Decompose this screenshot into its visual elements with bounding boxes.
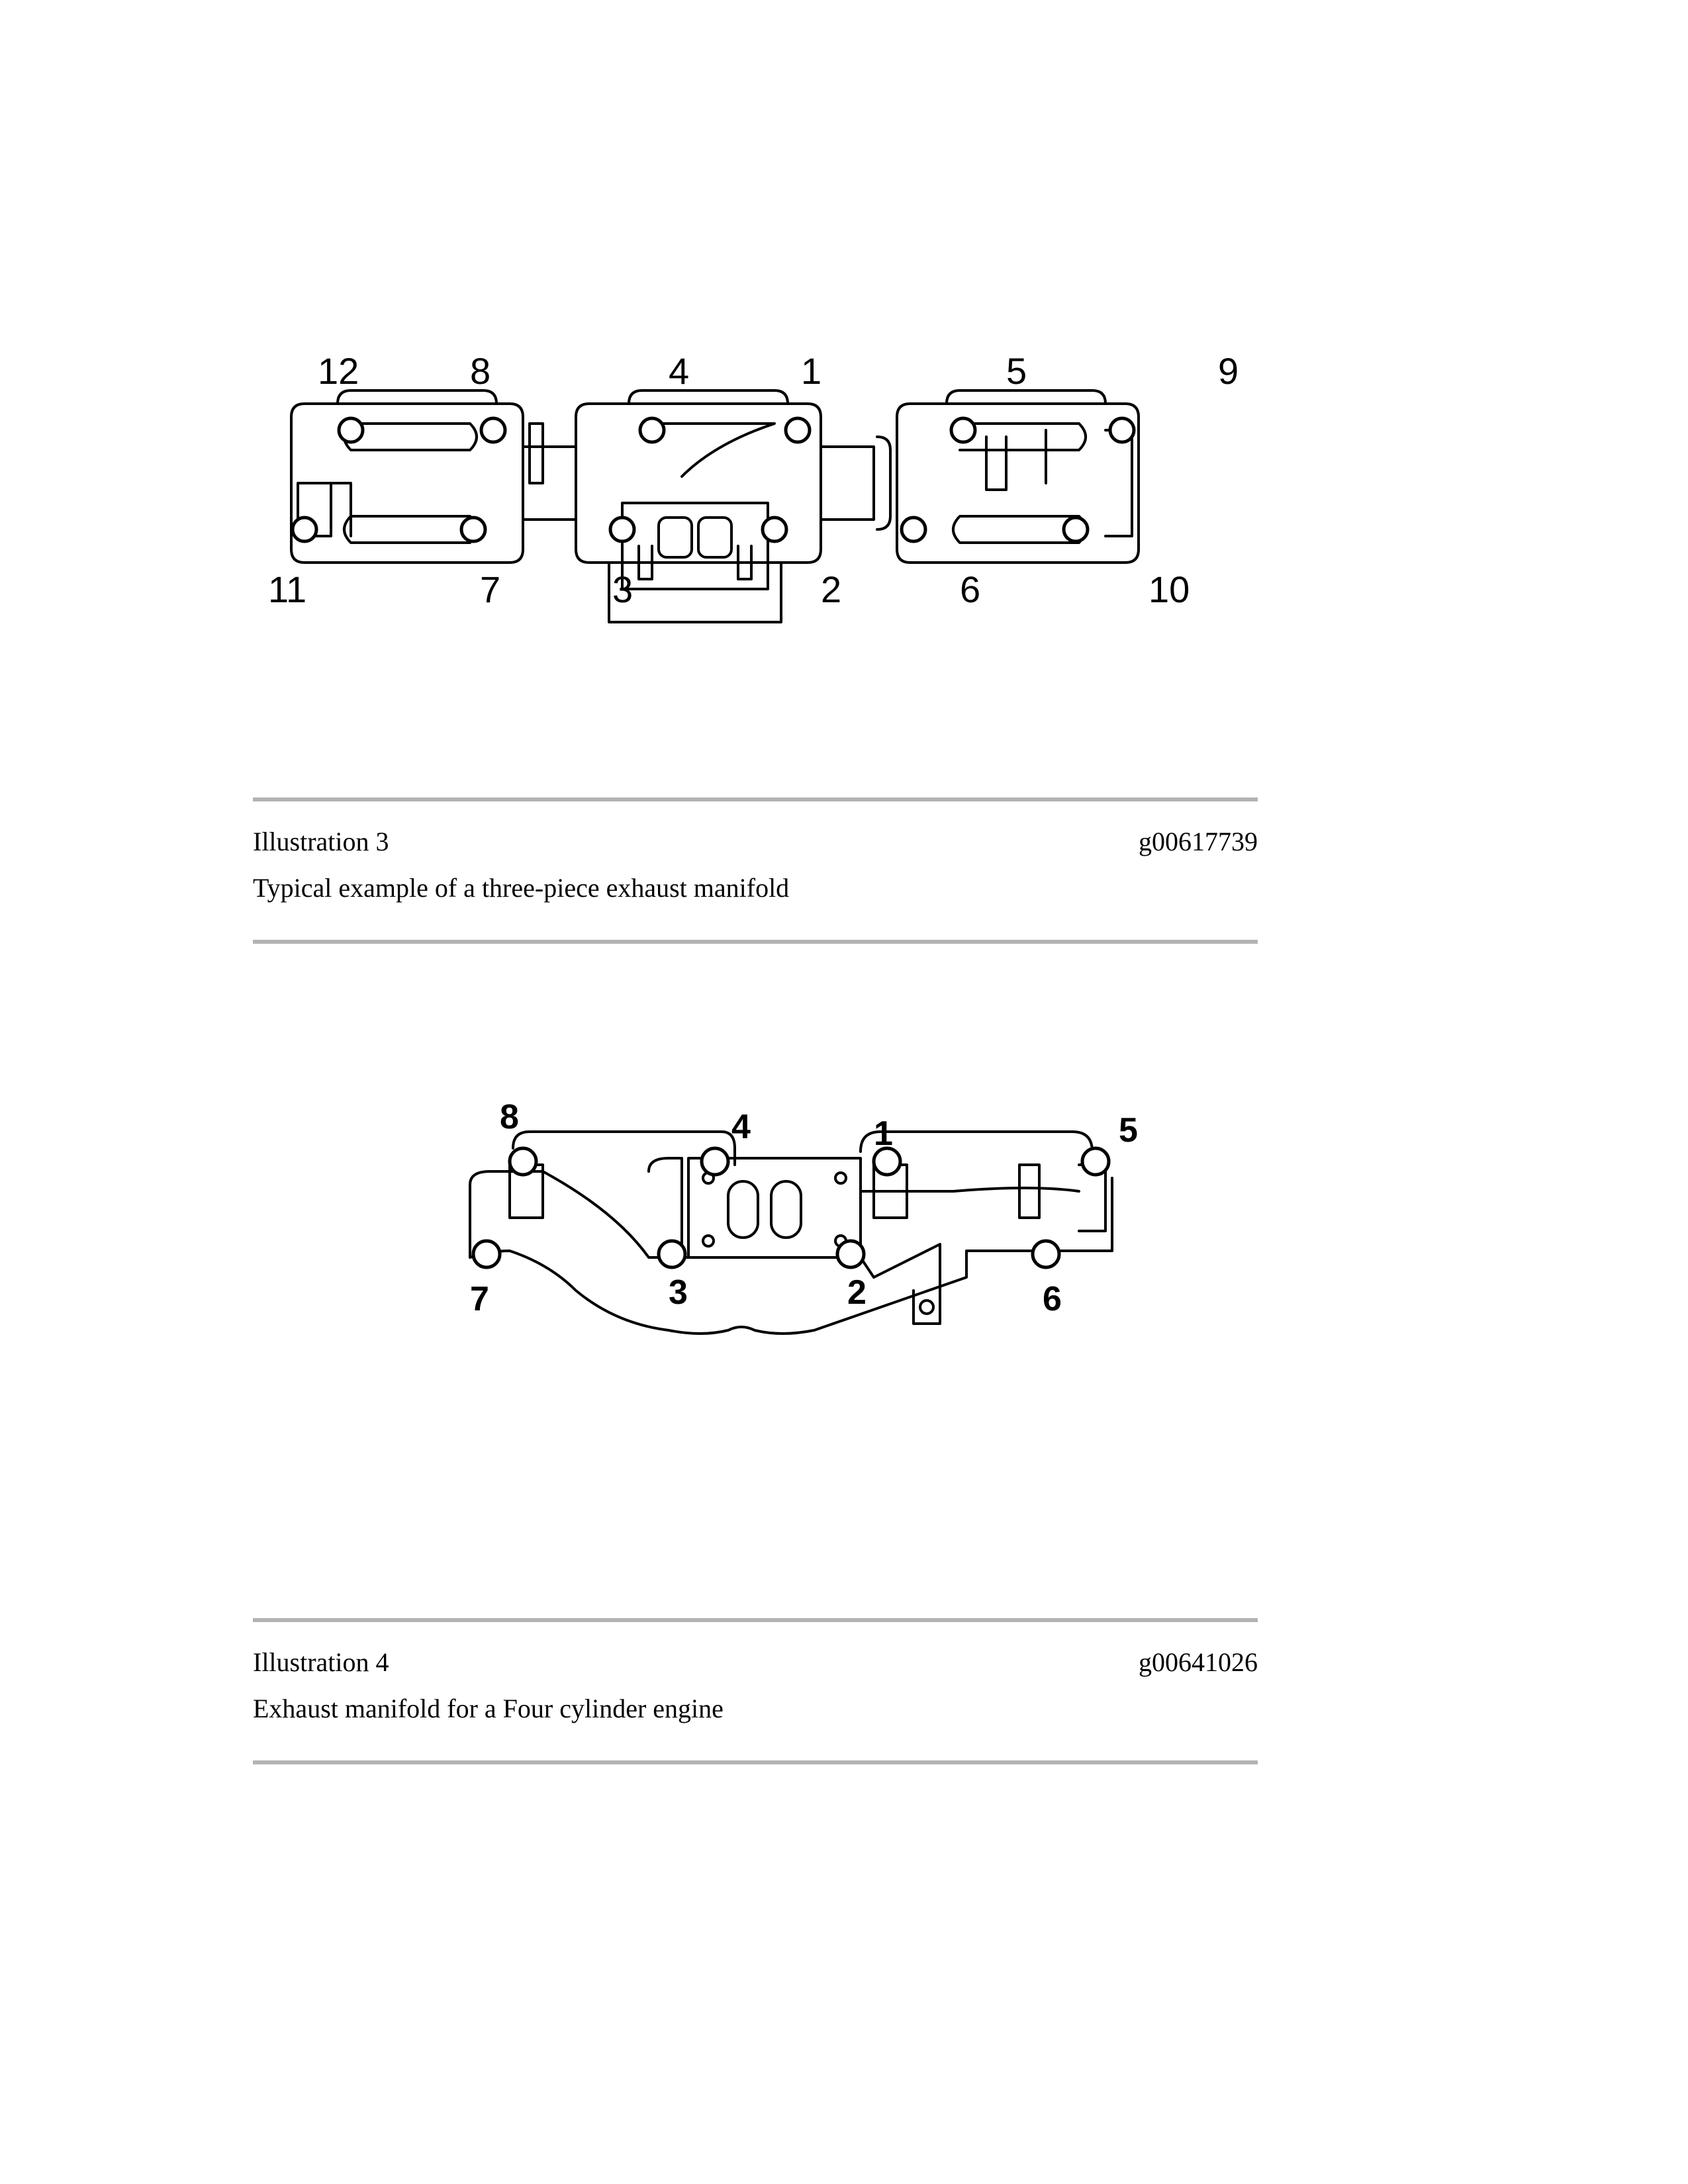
illustration-4-drawing: 8 4 1 5 7 3 2 6: [450, 1092, 1165, 1383]
figure-caption: Exhaust manifold for a Four cylinder eng…: [253, 1694, 724, 1723]
figure-id: g00617739: [1139, 827, 1258, 856]
divider: [253, 1760, 1258, 1764]
fig1-label-3: 3: [612, 569, 633, 610]
fig2-label-3: 3: [669, 1273, 688, 1312]
divider: [253, 797, 1258, 801]
figure-title: Illustration 3: [253, 827, 389, 856]
fig2-label-8: 8: [500, 1098, 519, 1136]
fig1-label-6: 6: [960, 569, 980, 610]
fig1-label-8: 8: [470, 350, 491, 392]
fig2-label-4: 4: [731, 1108, 751, 1146]
fig2-label-5: 5: [1119, 1111, 1138, 1150]
fig2-label-7: 7: [470, 1280, 489, 1318]
figure-id: g00641026: [1139, 1647, 1258, 1677]
fig2-label-1: 1: [874, 1115, 893, 1153]
fig1-label-12: 12: [318, 350, 359, 392]
fig1-label-2: 2: [821, 569, 841, 610]
four-cylinder-manifold-svg: 8 4 1 5 7 3 2 6: [469, 1098, 1138, 1335]
fig1-label-7: 7: [480, 569, 500, 610]
fig2-label-6: 6: [1043, 1280, 1062, 1318]
figure-caption: Typical example of a three-piece exhaust…: [253, 873, 790, 903]
fig1-label-9: 9: [1218, 350, 1239, 392]
fig2-label-2: 2: [847, 1273, 867, 1312]
divider: [253, 1618, 1258, 1622]
three-piece-manifold-svg: 12 8 4 1 5 9 11 7 3 2 6 10: [268, 350, 1239, 623]
figure-title: Illustration 4: [253, 1647, 389, 1677]
fig1-label-11: 11: [268, 569, 306, 610]
fig1-label-1: 1: [801, 350, 821, 392]
fig1-label-4: 4: [669, 350, 689, 392]
fig1-label-5: 5: [1006, 350, 1027, 392]
illustration-3-drawing: 12 8 4 1 5 9 11 7 3 2 6 10: [252, 338, 1264, 649]
fig1-label-10: 10: [1149, 569, 1190, 610]
divider: [253, 940, 1258, 944]
